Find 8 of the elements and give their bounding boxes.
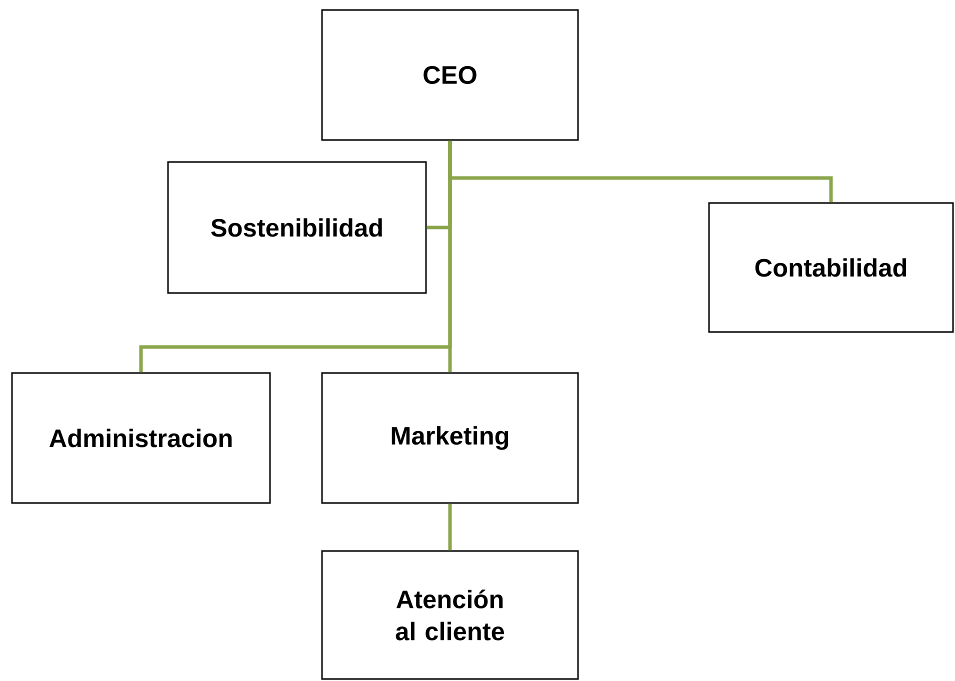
connector-line [448, 504, 452, 550]
org-box: CEO [321, 9, 579, 141]
org-box: Atención al cliente [321, 550, 579, 680]
org-box: Administracion [11, 372, 271, 504]
org-box: Marketing [321, 372, 579, 504]
org-box: Sostenibilidad [167, 161, 427, 294]
org-box: Contabilidad [708, 202, 954, 333]
connector-line [448, 140, 452, 372]
